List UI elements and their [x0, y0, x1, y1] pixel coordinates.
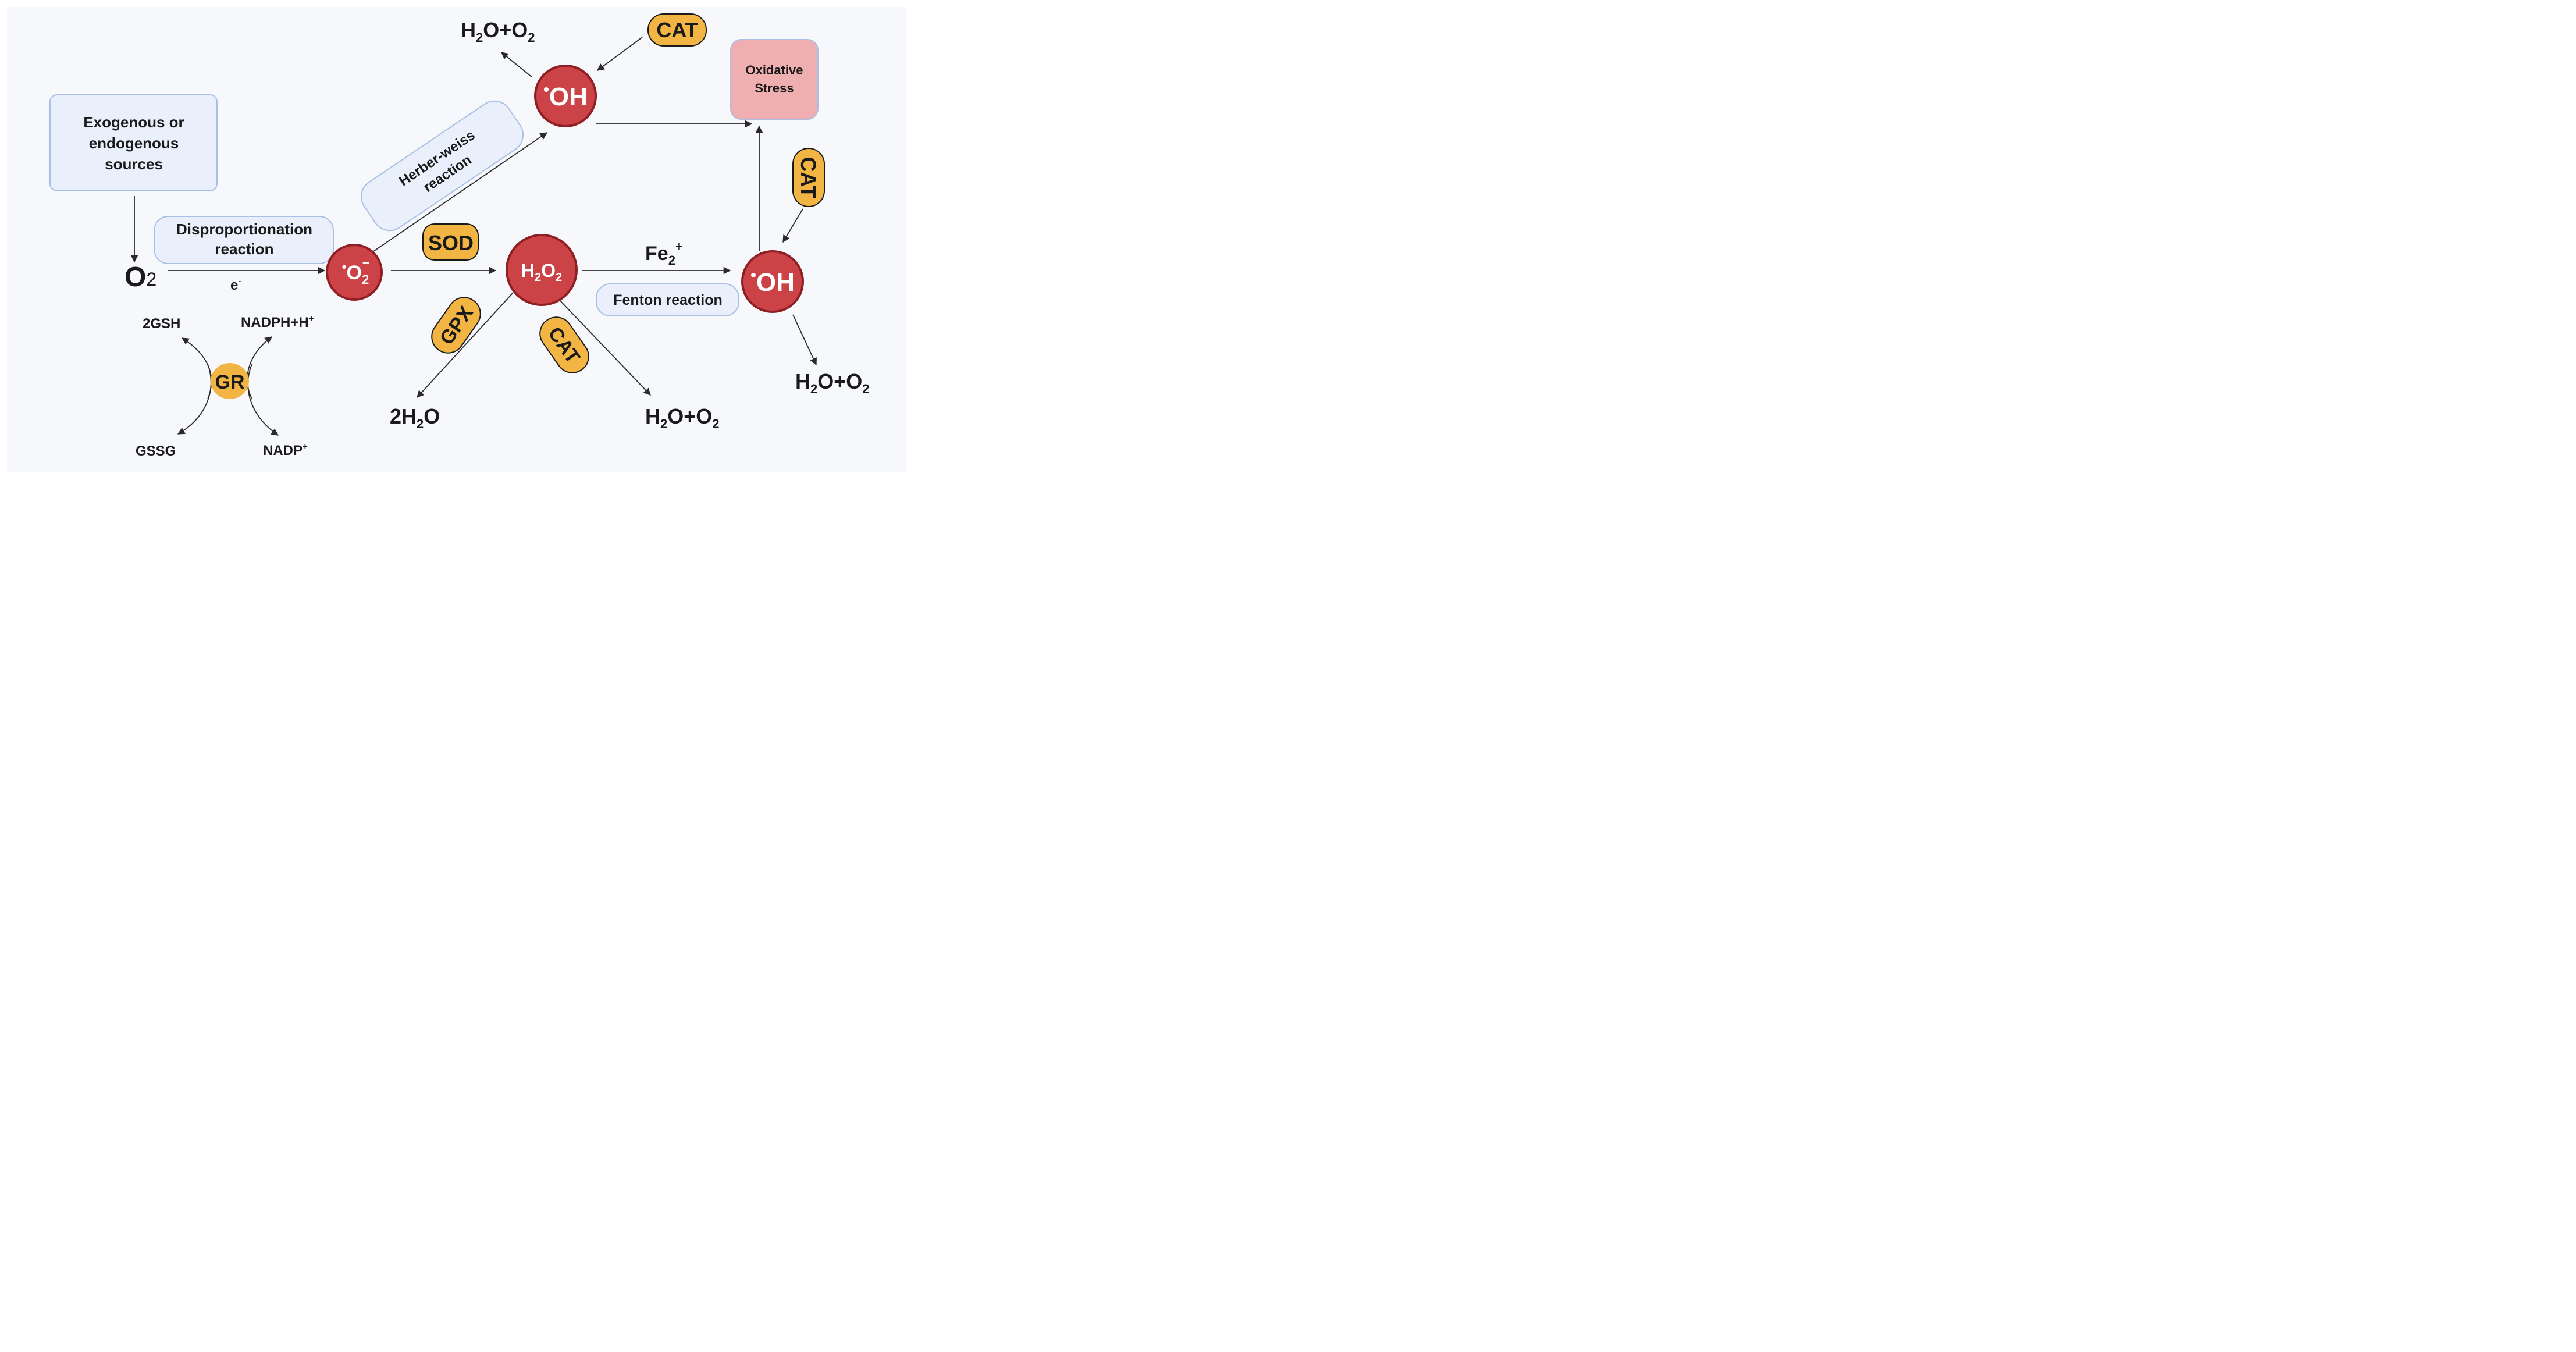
iron-label: Fe2+ [645, 239, 683, 268]
superoxide-charge: − [362, 255, 370, 270]
fenton-label: Fenton reaction [613, 292, 723, 308]
gsh-label: 2GSH [143, 316, 180, 332]
nadp-label: NADP+ [263, 442, 308, 458]
arrow-hydroxyl-right-to-products [792, 314, 817, 366]
enzyme-cat-right: CAT [792, 148, 825, 207]
disproportionation-box: Disproportionation reaction [154, 216, 334, 264]
gr-label: GR [215, 371, 245, 393]
arrows [130, 37, 817, 436]
sources-line-1: Exogenous or [83, 113, 184, 131]
sources-box: Exogenous or endogenous sources [49, 94, 218, 191]
cat-right-label: CAT [796, 156, 820, 198]
disproportionation-line-1: Disproportionation [176, 220, 312, 238]
cat-top-label: CAT [656, 18, 698, 42]
arrow-peroxide-to-products [560, 300, 651, 396]
peroxide-label: H2O2 [521, 260, 562, 284]
disproportionation-line-2: reaction [215, 240, 273, 258]
products-center-label: H2O+O2 [645, 404, 720, 431]
arrow-gr-left-down [177, 364, 212, 435]
oxidative-stress-box: Oxidative Stress [730, 39, 819, 120]
enzyme-sod: SOD [422, 223, 479, 261]
nadph-label: NADPH+H+ [241, 314, 314, 330]
superoxide-node: •O2 − [326, 244, 383, 301]
arrow-cat-right-to-hydroxyl [782, 208, 803, 243]
sources-line-2: endogenous [89, 134, 179, 152]
enzyme-gr: GR [211, 363, 249, 399]
stress-line-1: Oxidative [745, 63, 803, 77]
gssg-label: GSSG [136, 443, 176, 459]
arrow-superoxide-to-hydroxyl [373, 132, 548, 252]
ros-pathway-diagram: Exogenous or endogenous sources Oxidativ… [7, 7, 906, 472]
sources-line-3: sources [105, 155, 163, 173]
peroxide-node: H2O2 [506, 234, 578, 306]
superoxide-label: •O2 [342, 259, 369, 287]
products-right-label: H2O+O2 [795, 369, 870, 396]
products-top-label: H2O+O2 [461, 18, 535, 45]
arrow-hydroxyl-top-to-products [501, 52, 533, 78]
enzyme-cat-top: CAT [647, 13, 707, 47]
hydroxyl-top-node: •OH [534, 65, 597, 127]
arrow-peroxide-to-water [417, 292, 514, 398]
hydroxyl-right-node: •OH [741, 250, 804, 313]
arrow-gr-right-down [247, 364, 279, 436]
stress-line-2: Stress [755, 81, 794, 95]
hydroxyl-right-label: •OH [750, 266, 795, 297]
oxygen-label: O2 [124, 262, 156, 293]
sod-label: SOD [428, 231, 474, 255]
electron-label: e- [230, 276, 241, 293]
fenton-box: Fenton reaction [596, 283, 739, 316]
water-label: 2H2O [390, 404, 440, 431]
arrow-gr-right-up [247, 336, 273, 400]
hydroxyl-top-label: •OH [543, 80, 588, 111]
arrow-cat-top-to-hydroxyl [596, 37, 643, 71]
